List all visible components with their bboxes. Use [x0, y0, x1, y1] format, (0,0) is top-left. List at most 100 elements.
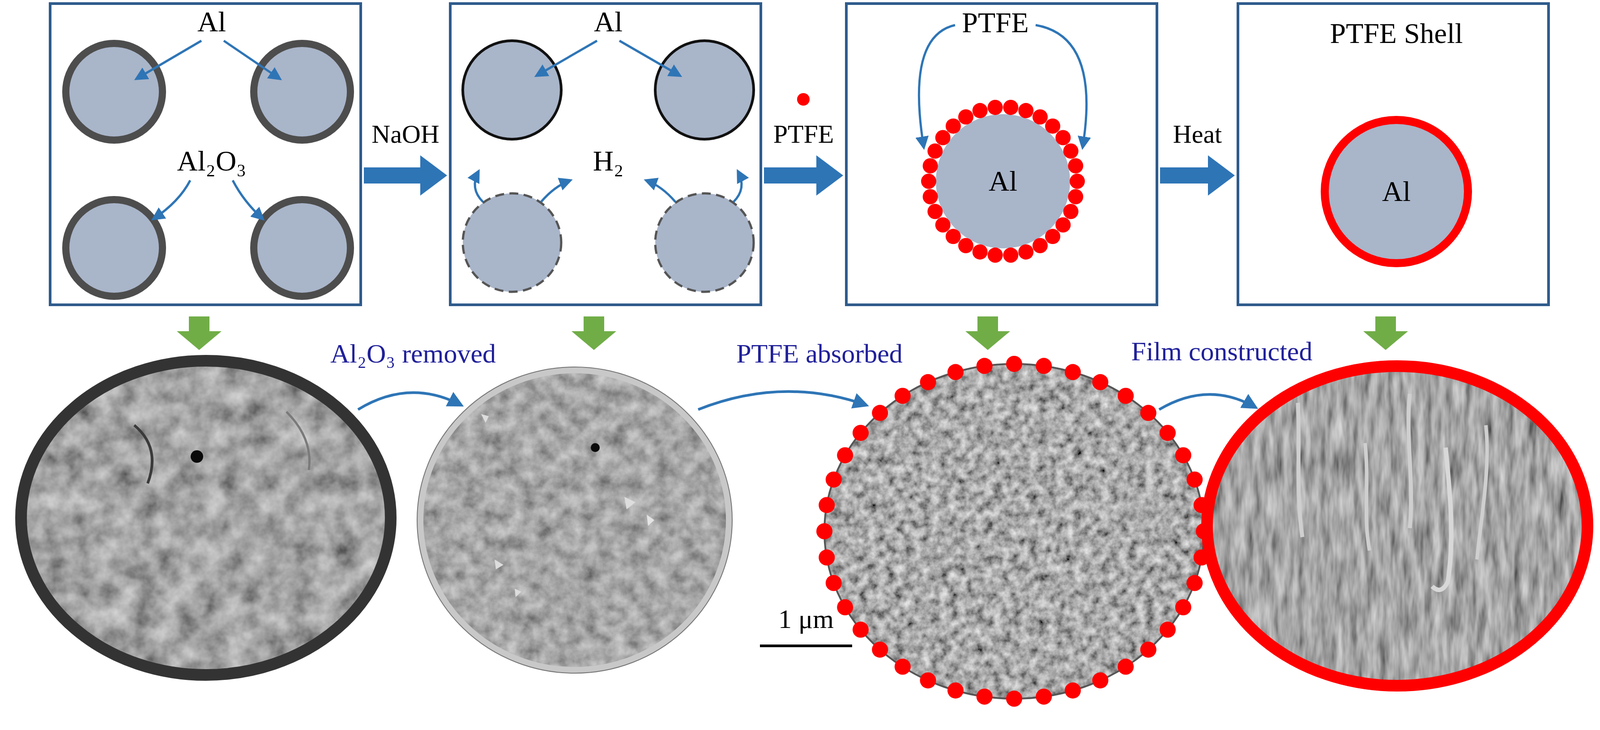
illustration-shape — [976, 358, 993, 375]
illustration-shape — [894, 658, 911, 675]
illustration-shape — [852, 424, 869, 441]
node-text: H₂ — [593, 145, 624, 177]
sem-image — [416, 366, 734, 676]
illustration-shape — [223, 40, 280, 79]
illustration-shape — [1092, 374, 1109, 391]
illustration-shape — [1408, 393, 1412, 529]
ptfe-particle — [935, 217, 951, 233]
illustration-shape — [541, 180, 571, 202]
illustration-shape — [965, 316, 1011, 350]
ptfe-particle — [921, 173, 937, 189]
illustration-shape — [819, 358, 1209, 708]
node-text: Al₂O₃ — [177, 145, 247, 177]
process-box: AlH₂ — [448, 2, 763, 307]
ptfe-particle — [972, 244, 988, 260]
ptfe-particle — [1018, 102, 1034, 119]
illustration-shape — [1064, 682, 1081, 699]
node-text: Al — [593, 6, 623, 38]
ptfe-particle — [1067, 189, 1084, 205]
clean-surface-rim — [417, 366, 733, 674]
illustration-shape — [646, 180, 676, 202]
illustration-shape — [816, 523, 833, 540]
illustration-shape — [1035, 358, 1052, 375]
illustration-shape — [1092, 672, 1109, 689]
illustration-shape — [134, 425, 153, 484]
node-text: PTFE — [961, 7, 1029, 39]
illustration-shape — [1365, 443, 1370, 551]
ptfe-particle — [927, 143, 943, 159]
illustration-shape — [1297, 402, 1303, 538]
ptfe-particle — [958, 238, 974, 254]
illustration-shape — [836, 447, 854, 464]
particle-circle: Al — [920, 98, 1086, 265]
illustration-shape — [1203, 362, 1594, 690]
illustration-shape — [481, 413, 489, 423]
arrow-label: PTFE — [773, 119, 834, 149]
illustration-shape — [852, 621, 869, 638]
illustration-shape — [825, 575, 842, 592]
node-text: PTFE Shell — [1330, 17, 1464, 50]
ptfe-film — [1207, 366, 1588, 686]
ptfe-particle — [935, 129, 951, 146]
illustration-shape — [474, 171, 483, 202]
illustration-shape — [1064, 363, 1081, 380]
illustration-shape — [1159, 424, 1176, 441]
illustration-shape — [232, 180, 263, 219]
illustration-shape — [1006, 690, 1023, 707]
scale-label: 1 μm — [778, 604, 834, 634]
illustration-shape — [153, 180, 191, 219]
ptfe-particle — [1067, 157, 1084, 174]
illustration-shape — [1117, 387, 1134, 404]
illustration-shape — [871, 405, 888, 422]
oxide-shell — [21, 360, 391, 675]
illustration-shape — [1006, 355, 1023, 372]
ptfe-particle — [1063, 143, 1079, 159]
step-arrow — [698, 391, 867, 410]
ptfe-particle — [1063, 204, 1079, 220]
ptfe-particle — [1055, 217, 1071, 233]
illustration-shape — [733, 171, 742, 202]
node-text: Al — [197, 6, 227, 38]
al-core — [935, 114, 1071, 249]
ptfe-particle — [922, 189, 939, 205]
scale-bar — [759, 644, 853, 648]
illustration-shape — [624, 496, 636, 510]
illustration-shape — [947, 363, 964, 380]
illustration-shape — [536, 40, 598, 76]
illustration-shape — [416, 366, 734, 676]
process-arrow — [363, 155, 448, 196]
ptfe-particle — [958, 109, 974, 125]
node-text: Al — [988, 165, 1018, 197]
illustration-shape — [571, 316, 617, 350]
oxide-particles — [65, 40, 351, 297]
etched-particles — [462, 40, 754, 292]
ptfe-particle — [972, 102, 988, 119]
ptfe-dot — [797, 93, 810, 106]
sem-image — [1203, 362, 1594, 690]
ptfe-dots — [816, 355, 1212, 707]
illustration-shape — [253, 43, 351, 141]
ptfe-particle — [945, 118, 961, 134]
ptfe-particle — [1045, 228, 1061, 244]
ptfe-particle — [1002, 99, 1019, 116]
illustration-shape — [976, 688, 993, 705]
illustration-shape — [818, 496, 835, 513]
illustration-shape — [1117, 658, 1134, 675]
particle-circle: Al — [1315, 110, 1477, 273]
particle-rim — [824, 363, 1204, 699]
step-label: Al₂O₃ removed — [330, 338, 496, 369]
illustration-shape — [1140, 405, 1157, 422]
illustration-shape — [1363, 316, 1408, 350]
illustration-shape — [1035, 688, 1052, 705]
ptfe-particle — [1069, 173, 1085, 189]
illustration-shape — [1432, 447, 1452, 590]
illustration-shape — [871, 641, 888, 658]
ptfe-shell — [1324, 119, 1468, 264]
sem-image — [819, 358, 1209, 708]
illustration-shape — [1186, 575, 1203, 592]
illustration-shape — [920, 374, 937, 391]
ptfe-particle — [1002, 247, 1019, 263]
illustration-shape — [1186, 471, 1203, 488]
illustration-shape — [646, 514, 655, 526]
step-arrow — [1159, 394, 1256, 410]
